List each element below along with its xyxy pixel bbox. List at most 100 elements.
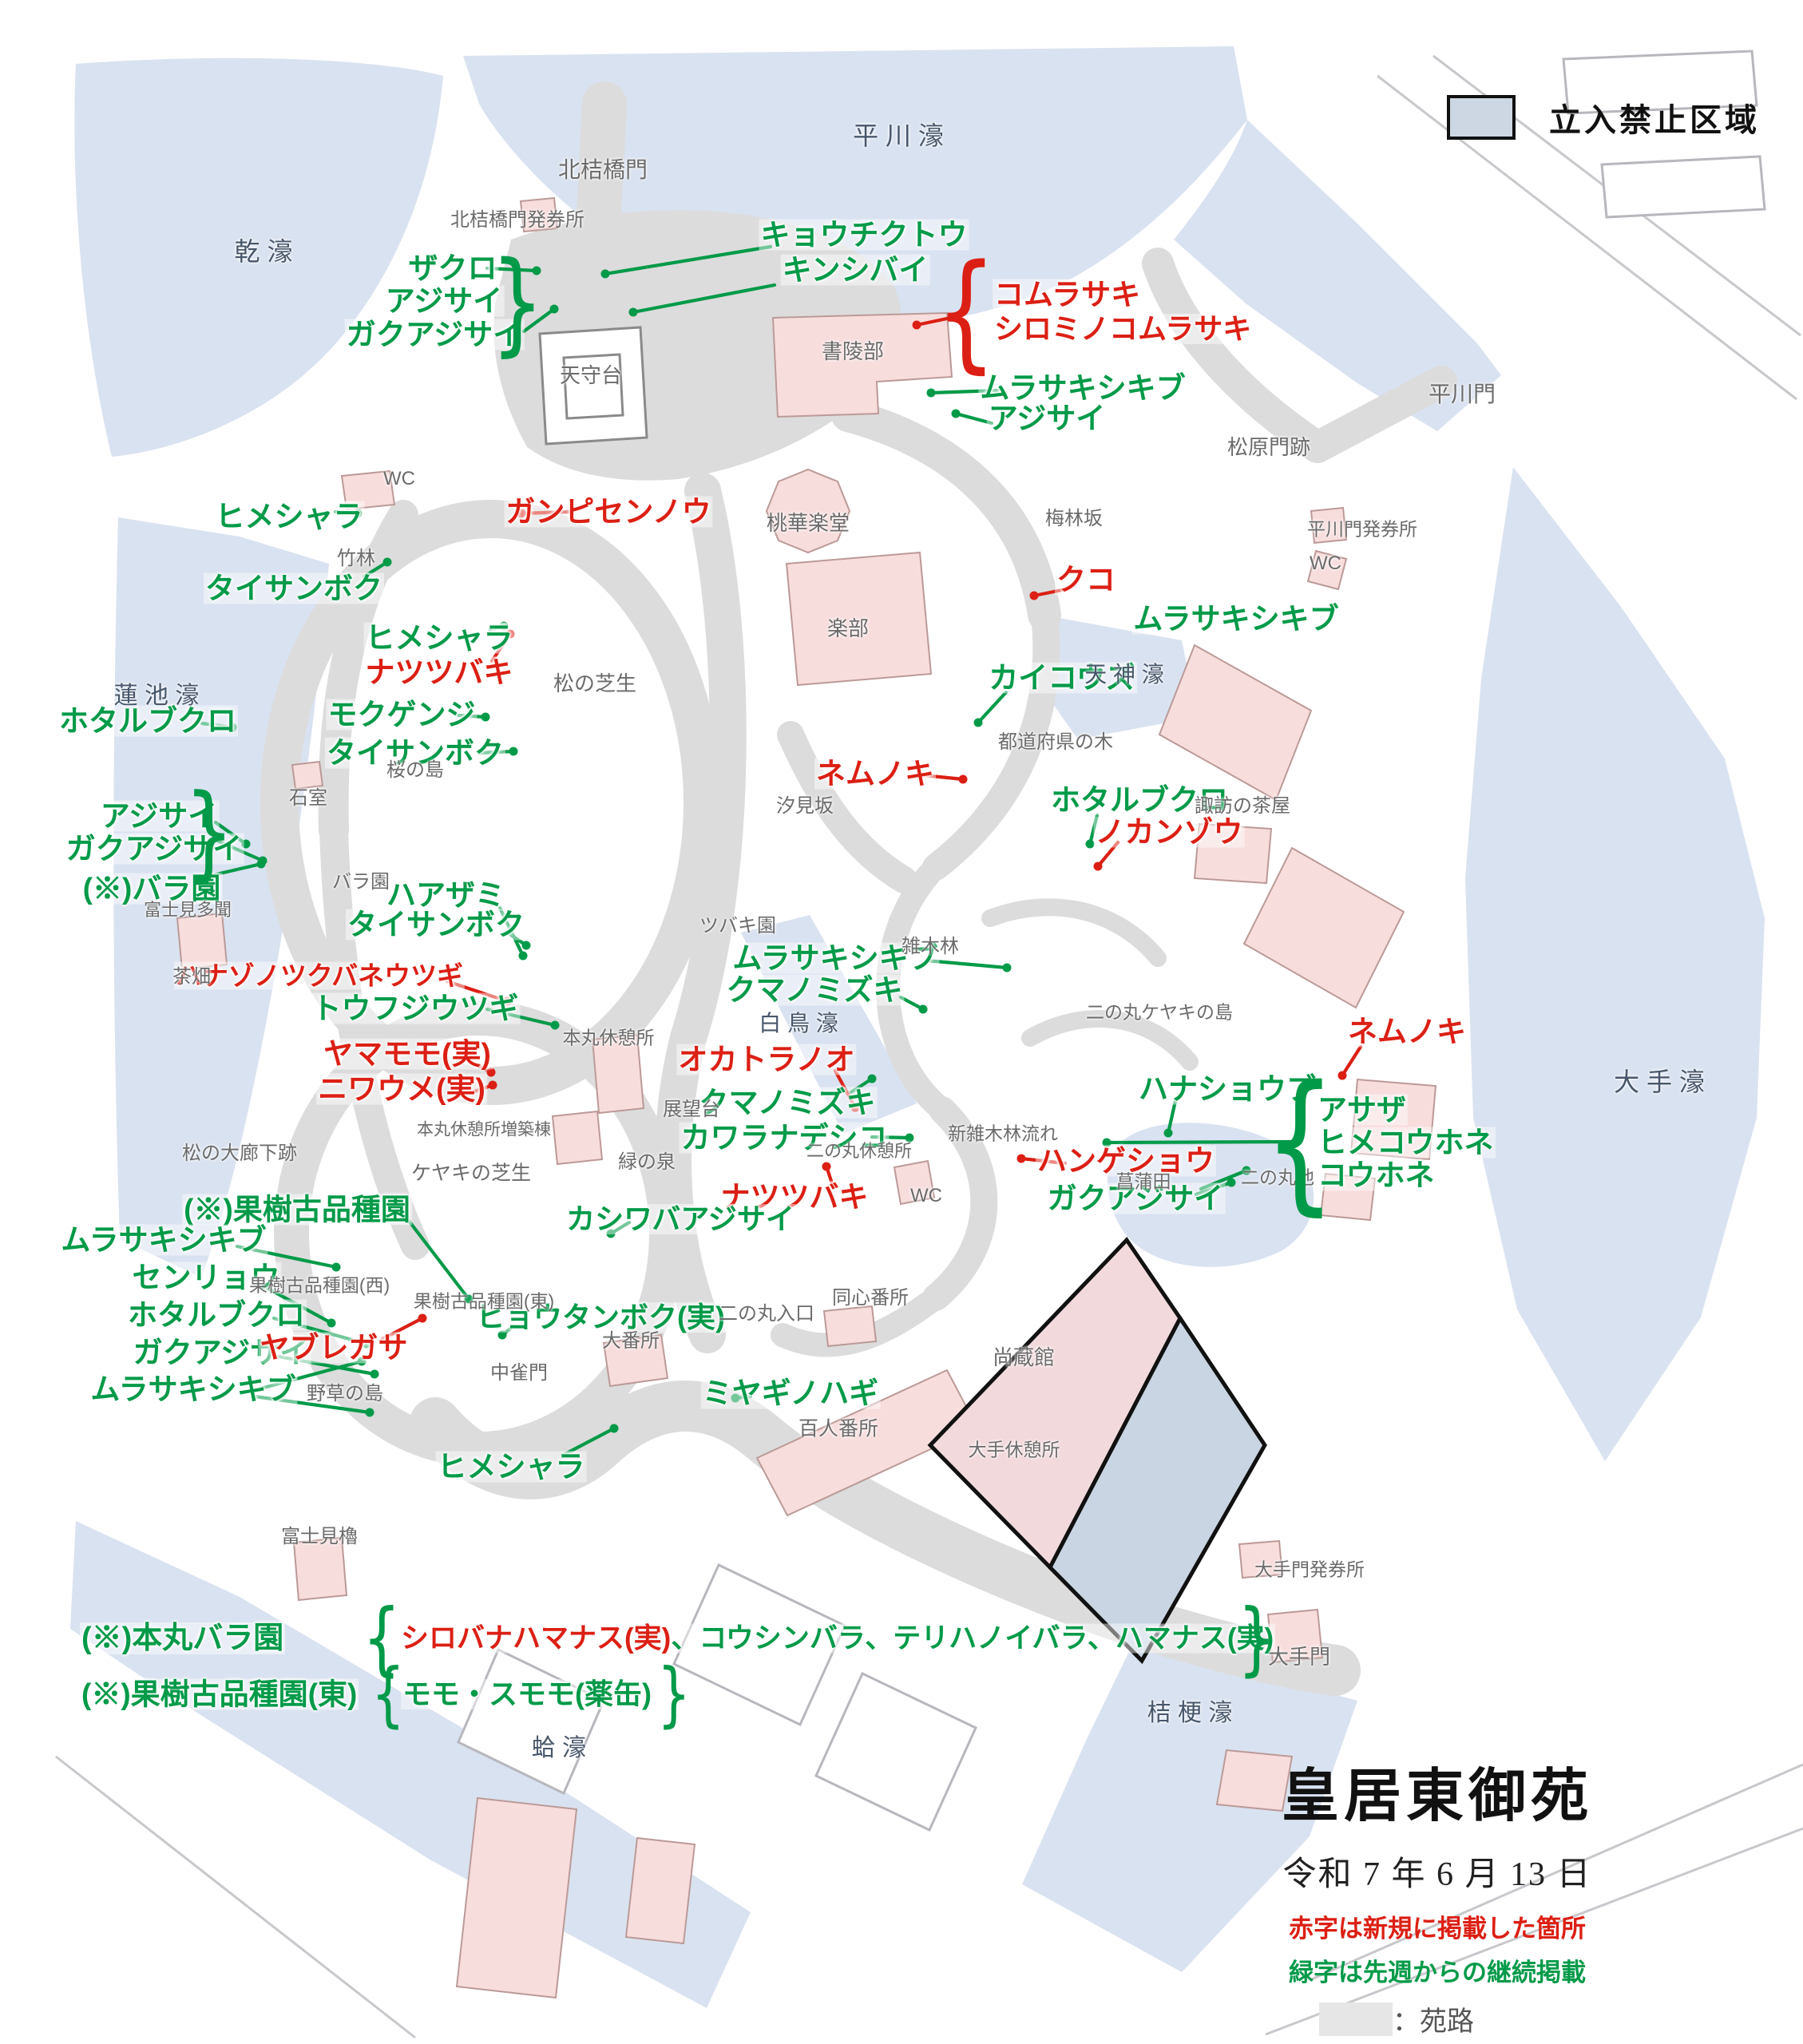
leader-dot [867,1074,877,1083]
map-label: 石室 [289,787,327,809]
leader-dot [1016,1154,1026,1163]
map-label: 竹林 [337,548,375,569]
plant-label: ガンピセンノウ [504,495,713,529]
map-label: ツバキ園 [699,915,776,937]
map-label: 同心番所 [832,1287,909,1309]
path-legend: ：苑路 [1319,1999,1474,2038]
plant-label: キョウチクトウ [759,218,969,252]
plant-label: ナツツバキ [719,1180,870,1214]
plant-label: アサザ [1316,1093,1408,1127]
leader-line [560,1426,616,1458]
leader-line [924,958,1009,970]
leader-dot [973,718,983,727]
bracket: { [371,1653,405,1735]
leader-line [833,1068,858,1110]
plant-label: ヤマモモ(実) [322,1037,493,1071]
buildings [176,196,1437,1999]
leader-line [870,1135,912,1140]
leader-line [1019,1156,1068,1166]
map-label: 本丸休憩所増築棟 [417,1120,551,1139]
map-label: 百人番所 [798,1417,879,1440]
leader-line [406,1218,471,1301]
leader-dot [241,839,251,849]
map-label: 二の丸入口 [719,1303,814,1325]
map-label: ケヤキの芝生 [410,1162,532,1185]
plant-label: シロミノコムラサキ [993,312,1254,345]
map-label: 二の丸ケヤキの島 [1086,1001,1233,1023]
map-date: 令和 7 年 6 月 13 日 [1282,1856,1592,1893]
plant-label: ホタルブクロ [57,704,238,738]
plant-label: ムラサキシキブ [1131,602,1341,636]
map-label: 大番所 [602,1330,660,1352]
plant-label: クマノミズキ [724,973,905,1007]
plant-label: ホタルブクロ [126,1298,307,1332]
plant-label: タイサンボク [325,736,505,770]
map-label: 桔 梗 濠 [1147,1700,1233,1726]
plant-label: キンシバイ [780,253,930,287]
leader-line [213,820,248,846]
leader-dot [418,1313,427,1323]
map-label: 本丸休憩所 [562,1027,655,1048]
map-label: 新雑木林流れ [948,1123,1058,1144]
plant-label: タイサンボク [346,908,526,941]
map-label: 都道府県の木 [998,731,1113,753]
plant-label: ニワウメ(実) [316,1072,487,1106]
map-label: 菖蒲田 [1115,1171,1171,1192]
map-label: 平川門 [1428,382,1496,406]
leader-dot [1093,862,1103,871]
leader-dot [951,409,961,418]
map-label: 楽部 [826,616,870,640]
plant-label: センリョウ [130,1261,282,1294]
plant-label: オカトラノオ [676,1043,857,1076]
map-label: 諏訪の茶屋 [1195,795,1290,817]
leader-dot [497,1330,507,1340]
map-label: 北桔橋門 [557,157,648,182]
plant-label: ムラサキシキブ [89,1373,298,1406]
leader-dot [1337,1071,1347,1080]
map-label: WC [383,468,415,489]
map-label: 汐見坂 [776,795,834,817]
plant-label: クマノミズキ [697,1086,878,1119]
leader-dot [505,629,515,639]
leader-dot [905,1133,914,1143]
plant-label: ヒメシャラ [363,621,515,655]
leader-line [497,905,525,958]
leader-line [463,1083,495,1097]
leader-line [276,1354,377,1377]
map-label: 梅林坂 [1045,508,1103,529]
map-label: 桃華楽堂 [766,511,850,535]
plant-label: (※)果樹古品種園(東) [80,1678,359,1711]
leader-dot [1002,963,1012,972]
leader-line [477,749,516,755]
leader-dot [517,509,526,518]
leader-dot [481,712,490,722]
leader-line [914,313,965,327]
map-label: 書陵部 [821,339,885,363]
map-label: 大手門発券所 [1254,1559,1365,1580]
bracket: { [935,236,997,386]
leader-dot [256,859,266,869]
plant-label: ガクアジサイ [1045,1182,1226,1215]
leader-dot [549,304,559,314]
leader-dot [353,509,363,518]
leader-line [1340,1044,1363,1078]
map-label: 桜の島 [386,759,444,781]
leader-dot [331,1262,341,1272]
map-label: WC [1310,553,1341,574]
leader-line [213,838,265,863]
leader-line [1104,1139,1294,1145]
map-label: 平川門発券所 [1307,518,1417,540]
leader-line [1032,588,1064,598]
map-label: 二の丸休憩所 [806,1141,913,1161]
map-label: 蓮 池 濠 [113,683,200,709]
leader-dot [228,723,237,732]
restricted-zone-legend: 立入禁止区域 [1447,94,1760,141]
plant-label: ハアザミ [385,878,506,912]
leader-line [1096,840,1120,869]
leader-dot [822,1162,831,1171]
leader-dot [365,1408,374,1417]
leader-dot [731,1393,740,1403]
